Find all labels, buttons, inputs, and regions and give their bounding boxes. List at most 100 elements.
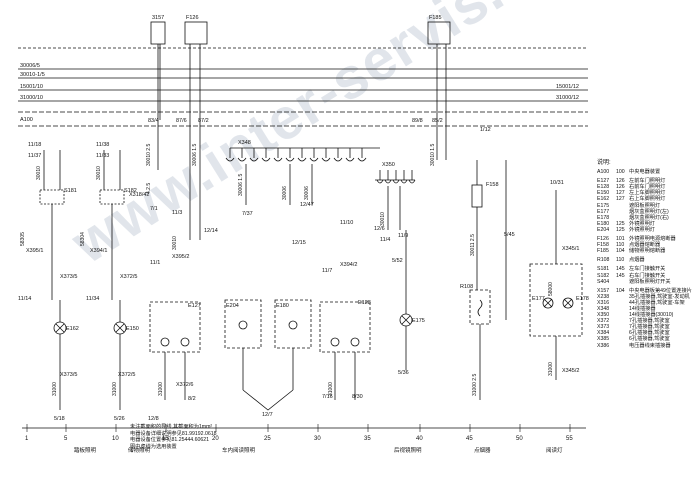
legend-desc: 点烟器熔断器 [629, 242, 661, 249]
lamp-e128-box [319, 301, 371, 353]
wire-30010-x350: 30010 [380, 212, 386, 226]
legend-desc: 右前车门照明灯 [629, 184, 666, 191]
legend-desc: 点烟器 [629, 257, 645, 264]
scale-tick-50: 50 [516, 436, 523, 442]
lamp-e128-label: E128 [358, 300, 371, 306]
fuse-3157 [150, 21, 166, 45]
connector-x373-5-lower: X373/5 [60, 372, 77, 378]
node-11-37: 11/37 [28, 153, 41, 159]
lamp-e177-label: E177 [532, 296, 545, 302]
connector-x395-1: X395/1 [26, 248, 43, 254]
node-5-18: 5/18 [54, 416, 65, 422]
scale-tick-35: 35 [364, 436, 371, 442]
wire-30011-2-5: 30011 2.5 [470, 234, 476, 256]
node-87-2: 87/2 [198, 118, 209, 124]
scale-tick-25: 25 [264, 436, 271, 442]
legend-desc: 中央电器装置 [629, 169, 661, 176]
legend-code: X157 [597, 287, 610, 294]
node-83-4: 83/4 [148, 118, 159, 124]
scale-tick-15: 15 [162, 436, 169, 442]
legend-desc: 外镜照明灯 [629, 226, 655, 233]
legend-code: A100 [597, 169, 610, 176]
legend-code: S181 [597, 266, 610, 273]
legend-desc: 中央电器板第49位置连接片 [629, 287, 692, 294]
legend-code: X385 [597, 336, 610, 343]
wire-30006-c: 30006 [304, 186, 310, 200]
lamp-e127-box [149, 301, 201, 353]
legend-desc: 6孔插接器,驾驶室 [629, 330, 670, 337]
legend-desc: 遮阳板照明灯 [629, 202, 661, 209]
node-12-14: 12/14 [204, 228, 218, 234]
scale-tick-10: 10 [112, 436, 119, 442]
node-11-38: 11/38 [96, 142, 109, 148]
wire-30010-2-5: 30010 2.5 [146, 144, 152, 166]
connector-x372-5-lower: X372/5 [118, 372, 135, 378]
node-12-15: 12/15 [292, 240, 306, 246]
legend-desc: 左车门接触开关 [629, 266, 666, 273]
legend-pos: 126 [616, 184, 625, 191]
node-11-3: 11/3 [172, 210, 182, 216]
connector-x373-5: X373/5 [60, 274, 77, 280]
wire-58305: 58305 [20, 232, 26, 246]
legend-code: X238 [597, 293, 610, 300]
scale-tick-55: 55 [566, 436, 573, 442]
legend-code: E180 [597, 220, 610, 227]
wire-30010-s181: 30010 [36, 166, 42, 180]
legend-pos: 101 [616, 236, 625, 243]
legend-code: X350 [597, 312, 610, 319]
legend-pos: 127 [616, 190, 625, 197]
legend-desc: 44孔插接器,驾驶室-车架 [629, 299, 685, 306]
wire-58304: 58304 [80, 232, 86, 246]
legend-desc: 左上车脚照明灯 [629, 190, 666, 197]
node-12-6: 12/6 [374, 226, 385, 232]
section-storage-lighting: 储物照明 [128, 446, 151, 454]
fuse-f158-label: F158 [486, 182, 499, 188]
legend-code: F185 [597, 248, 609, 255]
scale-ticks [26, 424, 571, 432]
node-5-45: 5/45 [504, 232, 515, 238]
legend-desc: 储物照明熔断器 [629, 248, 666, 255]
lamp-e175-label: E175 [412, 318, 425, 324]
node-10-31: 10/31 [550, 180, 564, 186]
legend-code: X372 [597, 318, 610, 325]
node-85-2: 85/2 [432, 118, 443, 124]
legend-code: E162 [597, 196, 610, 203]
section-reading-lamp: 阅读灯 [546, 446, 563, 454]
legend-desc: 35孔插接器,驾驶室-发动机 [629, 293, 690, 300]
legend-pos: 104 [616, 248, 625, 255]
legend-code: X384 [597, 330, 610, 337]
lamp-e150-label: E150 [126, 326, 139, 332]
legend-desc: 7孔插接器,驾驶室 [629, 318, 670, 325]
node-11-1: 11/1 [150, 260, 160, 266]
legend-code: E127 [597, 178, 610, 185]
legend-code: E177 [597, 208, 610, 215]
wire-30010-s182: 30010 [96, 166, 102, 180]
lamp-e178-label: E178 [576, 296, 589, 302]
wire-31000-d: 31000 [328, 382, 334, 396]
node-11-14: 11/14 [18, 296, 31, 302]
node-12-47: 12/47 [300, 202, 314, 208]
wire-30006-1-5-b: 30006 1.5 [238, 174, 244, 196]
a100-label: A100 [20, 117, 33, 123]
legend-code: F126 [597, 236, 609, 243]
footnote-line: 电器设备位置参见81.25444.60621 [130, 437, 210, 444]
scale-tick-45: 45 [466, 436, 473, 442]
connector-x318: X318/42 [129, 192, 150, 198]
node-8-30: 8/30 [352, 394, 363, 400]
lighter-r108 [469, 289, 491, 325]
wire-31000-2-5: 31000 2.5 [472, 374, 478, 396]
footnote-line: 图中虚线为选用装置 [130, 443, 177, 450]
legend-code: X316 [597, 299, 610, 306]
legend-pos: 110 [616, 257, 625, 264]
node-11-10: 11/10 [340, 220, 353, 226]
fuse-f185 [427, 21, 451, 45]
legend-desc: 14线插接器 [629, 305, 656, 312]
legend-pos: 104 [616, 287, 625, 294]
